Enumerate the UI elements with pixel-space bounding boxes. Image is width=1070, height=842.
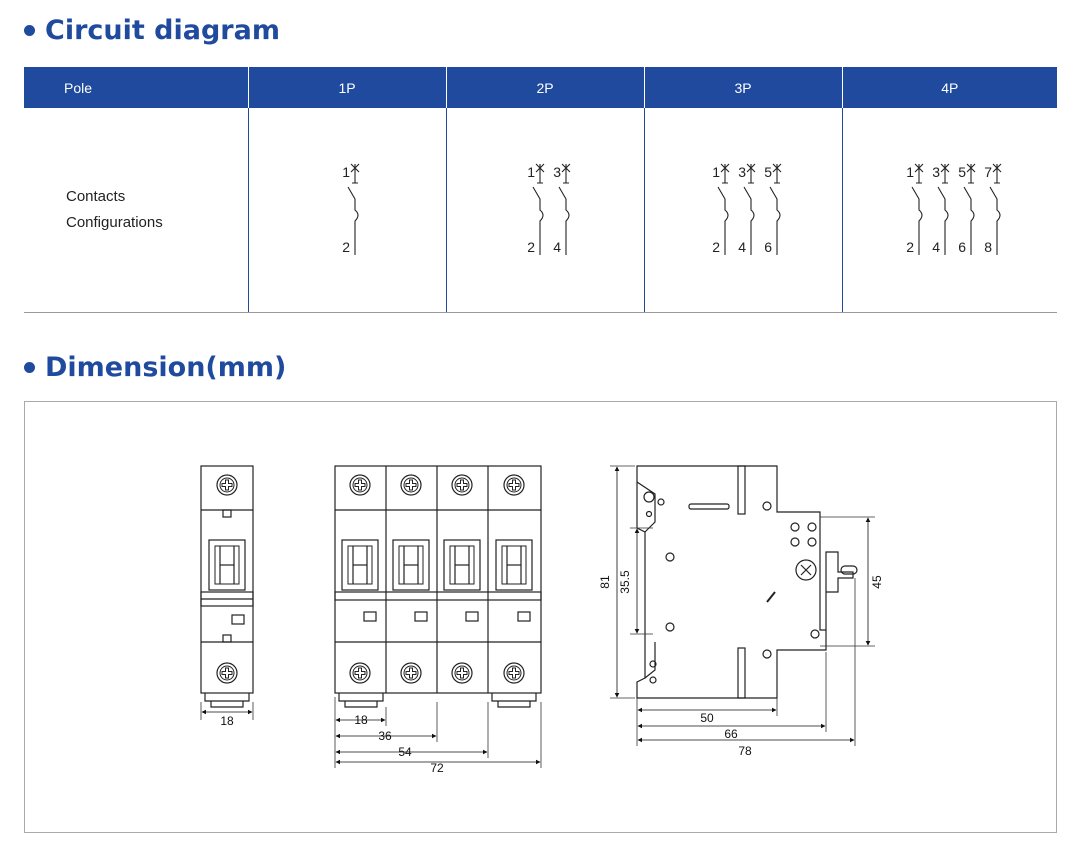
terminal-top-label: 5	[764, 164, 772, 180]
header-pole: Pole	[24, 67, 248, 108]
dim-side-81: 81	[598, 575, 612, 589]
dim-side-50: 50	[700, 711, 714, 725]
terminal-bottom-label: 8	[984, 239, 992, 255]
contact-pole: 34	[553, 163, 571, 255]
single-pole-front-view	[200, 465, 254, 708]
terminal-bottom-label: 6	[958, 239, 966, 255]
contact-pole: 78	[984, 163, 1002, 255]
terminal-top-label: 3	[738, 164, 746, 180]
single-pole-dim: 18	[200, 702, 254, 728]
four-pole-dims	[334, 697, 542, 768]
circuit-diagram-title: Circuit diagram	[45, 15, 280, 46]
contact-switch-line	[963, 186, 975, 255]
terminal-bottom-label: 6	[764, 239, 772, 255]
dim-side-78: 78	[738, 744, 752, 758]
bullet-icon	[24, 25, 35, 36]
terminal-top-label: 5	[958, 164, 966, 180]
contact-mark	[992, 163, 1002, 184]
terminal-top-label: 1	[527, 164, 535, 180]
contacts-label-line1: Contacts	[66, 188, 126, 205]
header-4p: 4P	[841, 67, 1057, 108]
contact-pole: 12	[342, 163, 360, 255]
dim-side-35-5: 35.5	[618, 570, 632, 594]
contact-mark	[746, 163, 756, 184]
dim-multi-72: 72	[430, 761, 444, 775]
side-view	[636, 465, 858, 699]
contact-mark	[772, 163, 782, 184]
contact-mark	[914, 163, 924, 184]
contact-mark	[561, 163, 571, 184]
contact-pole: 56	[764, 163, 782, 255]
terminal-bottom-label: 4	[553, 239, 561, 255]
contacts-label-line2: Configurations	[66, 214, 163, 231]
contact-mark	[966, 163, 976, 184]
terminal-top-label: 3	[932, 164, 940, 180]
terminal-top-label: 1	[712, 164, 720, 180]
dimension-drawing-box: 18 18 3	[24, 401, 1057, 833]
contact-pole: 34	[738, 163, 756, 255]
terminal-bottom-label: 4	[932, 239, 940, 255]
contact-mark	[940, 163, 950, 184]
dim-side-66: 66	[724, 727, 738, 741]
contact-switch-line	[347, 186, 359, 255]
contact-pole: 12	[527, 163, 545, 255]
dim-single-width: 18	[220, 714, 234, 728]
header-1p: 1P	[247, 67, 446, 108]
terminal-bottom-label: 2	[906, 239, 914, 255]
dimension-title: Dimension(mm)	[45, 352, 287, 383]
contacts-label: Contacts Configurations	[24, 108, 248, 313]
terminal-bottom-label: 2	[527, 239, 535, 255]
contact-pole: 12	[906, 163, 924, 255]
contact-switch-line	[532, 186, 544, 255]
contact-pole: 56	[958, 163, 976, 255]
dim-multi-18: 18	[354, 713, 368, 727]
side-view-dims	[610, 465, 875, 746]
terminal-top-label: 3	[553, 164, 561, 180]
contact-switch-line	[911, 186, 923, 255]
terminal-bottom-label: 2	[712, 239, 720, 255]
contact-pole: 12	[712, 163, 730, 255]
dim-multi-54: 54	[398, 745, 412, 759]
bullet-icon	[24, 362, 35, 373]
terminal-bottom-label: 4	[738, 239, 746, 255]
contact-switch-line	[558, 186, 570, 255]
contact-mark	[720, 163, 730, 184]
header-3p: 3P	[643, 67, 842, 108]
contact-switch-line	[989, 186, 1001, 255]
circuit-table-header: Pole 1P 2P 3P 4P	[24, 67, 1057, 108]
terminal-top-label: 7	[984, 164, 992, 180]
contact-switch-line	[717, 186, 729, 255]
terminal-top-label: 1	[342, 164, 350, 180]
dimension-drawing: 18 18 3	[200, 465, 884, 775]
contact-diagram-1p: 12	[342, 163, 360, 255]
contact-switch-line	[743, 186, 755, 255]
terminal-top-label: 1	[906, 164, 914, 180]
circuit-diagram-heading: Circuit diagram	[24, 15, 280, 46]
contact-switch-line	[769, 186, 781, 255]
contact-mark	[535, 163, 545, 184]
terminal-bottom-label: 2	[342, 239, 350, 255]
dim-side-45: 45	[870, 575, 884, 589]
four-pole-front-view	[334, 465, 542, 708]
header-2p: 2P	[445, 67, 644, 108]
dim-multi-36: 36	[378, 729, 392, 743]
circuit-table: Pole 1P 2P 3P 4P Contacts Configurations…	[24, 67, 1057, 313]
dimension-heading: Dimension(mm)	[24, 352, 286, 383]
contact-pole: 34	[932, 163, 950, 255]
contact-mark	[350, 163, 360, 184]
contact-switch-line	[937, 186, 949, 255]
